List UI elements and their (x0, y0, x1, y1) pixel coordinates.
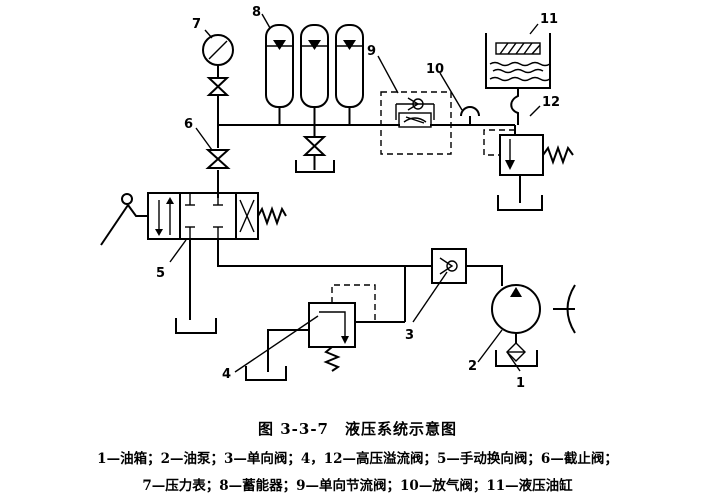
one-way-throttle-valve-9 (380, 91, 452, 155)
main-pressure-line (217, 95, 515, 198)
label-8: 8 (252, 5, 261, 20)
accumulators-8 (265, 24, 364, 173)
label-4: 4 (222, 367, 231, 382)
manual-directional-valve-5 (100, 192, 432, 334)
hydraulic-system-diagram: 7 8 9 10 11 12 6 5 3 4 2 1 (100, 5, 576, 391)
check-valve-3 (431, 248, 503, 286)
label-12: 12 (542, 95, 560, 110)
air-release-valve-10 (460, 106, 480, 125)
label-2: 2 (468, 359, 477, 374)
oil-pump-2 (491, 284, 576, 362)
figure-caption: 图 3-3-7 液压系统示意图 (258, 420, 457, 438)
label-5: 5 (156, 266, 165, 281)
label-11: 11 (540, 12, 558, 27)
relief-valve-4 (245, 266, 406, 381)
relief-valve-12 (483, 125, 574, 211)
label-3: 3 (405, 328, 414, 343)
label-6: 6 (184, 117, 193, 132)
leader-lines (169, 13, 541, 373)
pressure-gauge-7 (202, 34, 234, 96)
label-1: 1 (516, 376, 525, 391)
legend-line-2: 7—压力表；8—蓄能器；9—单向节流阀；10—放气阀；11—液压油缸 (142, 478, 573, 494)
legend-line-1: 1—油箱；2—油泵；3—单向阀；4，12—高压溢流阀；5—手动换向阀；6—截止阀… (97, 451, 618, 467)
label-9: 9 (367, 44, 376, 59)
label-10: 10 (426, 62, 444, 77)
hydraulic-cylinder-11 (485, 33, 551, 125)
label-7: 7 (192, 17, 201, 32)
stop-valve-6 (205, 148, 231, 170)
